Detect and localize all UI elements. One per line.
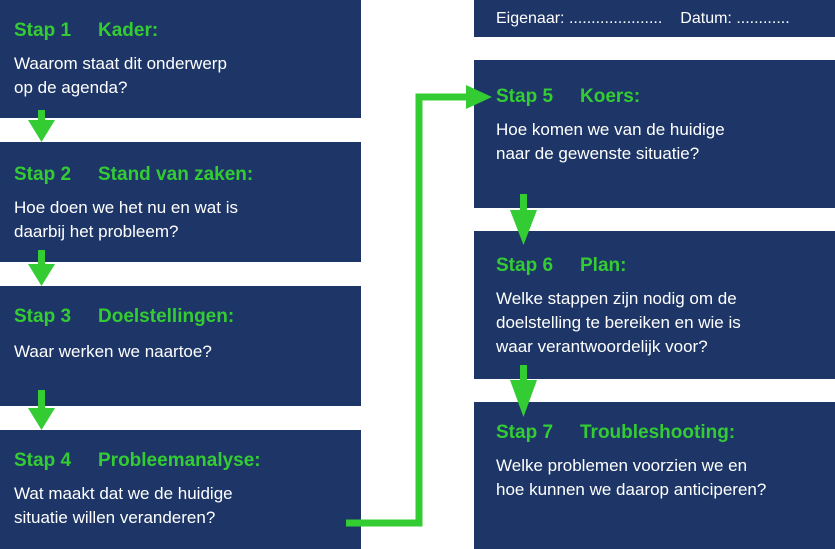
step-2-name: Stand van zaken: — [98, 164, 254, 185]
step-3-box: Stap 3 Doelstellingen: Waar werken we naa… — [0, 286, 361, 406]
step-2-title: Stap 2 Stand van zaken: — [14, 164, 253, 186]
step-1-title: Stap 1 Kader: — [14, 20, 158, 42]
step-2-question: Hoe doen we het nu en wat is daarbij het… — [14, 198, 238, 241]
step-7-number: Stap 7 — [496, 422, 554, 443]
step-1-number: Stap 1 — [14, 20, 72, 41]
step-7-title: Stap 7 Troubleshooting: — [496, 422, 735, 444]
step-1-question: Waarom staat dit onderwerp op de agenda? — [14, 54, 227, 97]
step-7-question: Welke problemen voorzien we en hoe kunne… — [496, 456, 767, 499]
step-4-box: Stap 4 Probleemanalyse: Wat maakt dat we … — [0, 430, 361, 549]
step-4-title: Stap 4 Probleemanalyse: — [14, 450, 261, 472]
step-5-number: Stap 5 — [496, 86, 554, 107]
step-3-number: Stap 3 — [14, 306, 72, 327]
step-2-box: Stap 2 Stand van zaken: Hoe doen we het n… — [0, 142, 361, 262]
arrow-4-5 — [346, 85, 492, 527]
step-4-name: Probleemanalyse: — [98, 450, 261, 471]
step-2-number: Stap 2 — [14, 164, 72, 185]
step-6-box: Stap 6 Plan: Welke stappen zijn nodig om … — [474, 231, 835, 379]
step-4-question: Wat maakt dat we de huidige situatie wil… — [14, 484, 233, 527]
step-6-title: Stap 6 Plan: — [496, 255, 626, 277]
step-1-box: Stap 1 Kader: Waarom staat dit onderwerp … — [0, 0, 361, 118]
step-3-question: Waar werken we naartoe? — [14, 342, 212, 361]
step-7-name: Troubleshooting: — [580, 422, 736, 443]
step-3-title: Stap 3 Doelstellingen: — [14, 306, 234, 328]
step-1-name: Kader: — [98, 20, 159, 41]
step-6-name: Plan: — [580, 255, 627, 276]
step-6-question: Welke stappen zijn nodig om de doelstell… — [496, 289, 741, 356]
step-4-number: Stap 4 — [14, 450, 72, 471]
step-5-box: Stap 5 Koers: Hoe komen we van de huidige… — [474, 60, 835, 208]
step-5-question: Hoe komen we van de huidige naar de gewe… — [496, 120, 725, 163]
step-6-number: Stap 6 — [496, 255, 554, 276]
owner-label: Eigenaar: ..................... — [496, 9, 663, 27]
step-3-name: Doelstellingen: — [98, 306, 235, 327]
owner-date-header: Eigenaar: ..................... Datum: .… — [474, 0, 835, 37]
step-5-title: Stap 5 Koers: — [496, 86, 640, 108]
step-7-box: Stap 7 Troubleshooting: Welke problemen v… — [474, 402, 835, 549]
date-label: Datum: ............ — [680, 9, 790, 27]
step-5-name: Koers: — [580, 86, 641, 107]
